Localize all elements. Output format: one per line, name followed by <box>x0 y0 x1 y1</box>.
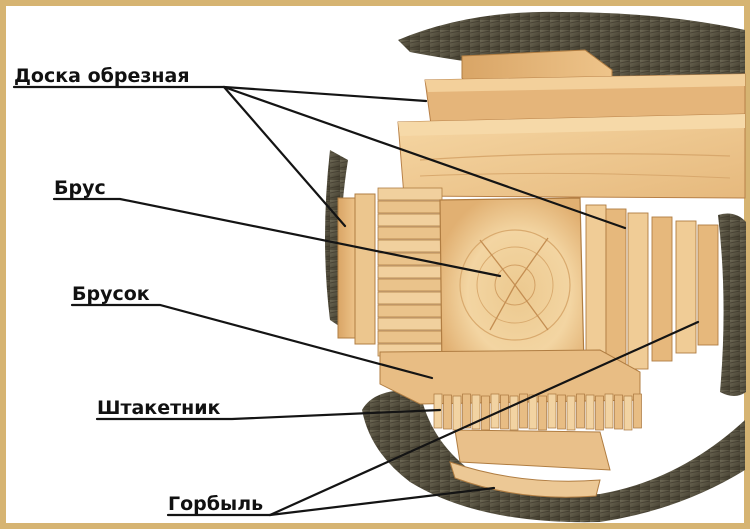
leader-picket <box>95 408 442 421</box>
picket-slat <box>443 394 452 430</box>
label-slab: Горбыль <box>168 493 263 515</box>
picket-slat <box>509 395 519 431</box>
leader-lines <box>12 85 700 517</box>
log-illustration <box>325 11 746 523</box>
leader-edged-board-2 <box>222 85 627 230</box>
bar-slat <box>377 330 443 344</box>
vertical-board <box>697 224 719 346</box>
picket-slat <box>585 394 595 430</box>
central-beam <box>439 197 585 373</box>
edged-board-2 <box>397 113 746 199</box>
bar-slat <box>377 226 443 240</box>
picket-slat <box>519 393 528 429</box>
picket-row <box>433 393 642 431</box>
bar-slat <box>377 304 443 318</box>
leader-bar <box>70 303 434 380</box>
bar-slat <box>377 265 443 279</box>
picket-slat <box>633 393 642 429</box>
picket-slat <box>576 393 585 429</box>
picket-slat <box>490 393 500 429</box>
vertical-board <box>651 216 673 362</box>
bar-slat <box>377 291 443 305</box>
label-bar: Брусок <box>72 283 150 305</box>
picket-slat <box>471 394 481 430</box>
picket-slat <box>500 394 509 430</box>
bar-slat <box>377 317 443 331</box>
bar-stack-left <box>377 187 443 357</box>
bark-left <box>325 150 348 330</box>
leader-slab-2 <box>268 320 700 517</box>
bar-slat <box>377 213 443 227</box>
bark-right <box>718 213 746 396</box>
picket-slat <box>604 393 614 429</box>
leader-edged-board-1 <box>222 85 428 103</box>
leader-beam <box>52 197 502 278</box>
picket-slat <box>481 395 490 431</box>
leader-slab-1 <box>268 486 496 517</box>
picket-slat <box>557 394 566 430</box>
left-vertical-boards <box>337 193 376 345</box>
right-vertical-boards <box>585 204 719 386</box>
label-edged-board: Доска обрезная <box>14 65 190 87</box>
label-picket: Штакетник <box>97 397 221 419</box>
vertical-board <box>675 220 697 354</box>
picket-slat <box>538 395 547 431</box>
bar-slat <box>377 239 443 253</box>
picket-slat <box>623 395 633 431</box>
picket-slat <box>528 394 538 430</box>
picket-slat <box>547 393 557 429</box>
bar-slat <box>377 278 443 292</box>
picket-slat <box>595 395 604 431</box>
bar-slat <box>377 200 443 214</box>
label-beam: Брус <box>54 177 106 199</box>
picket-slat <box>462 393 471 429</box>
bar-slat <box>377 187 443 201</box>
bark-bottom <box>362 390 745 523</box>
picket-slat <box>566 395 576 431</box>
vertical-board <box>605 208 627 378</box>
leader-edged-board-3 <box>222 85 347 228</box>
vertical-board <box>627 212 649 370</box>
picket-slat <box>452 395 462 431</box>
picket-slat <box>614 394 623 430</box>
